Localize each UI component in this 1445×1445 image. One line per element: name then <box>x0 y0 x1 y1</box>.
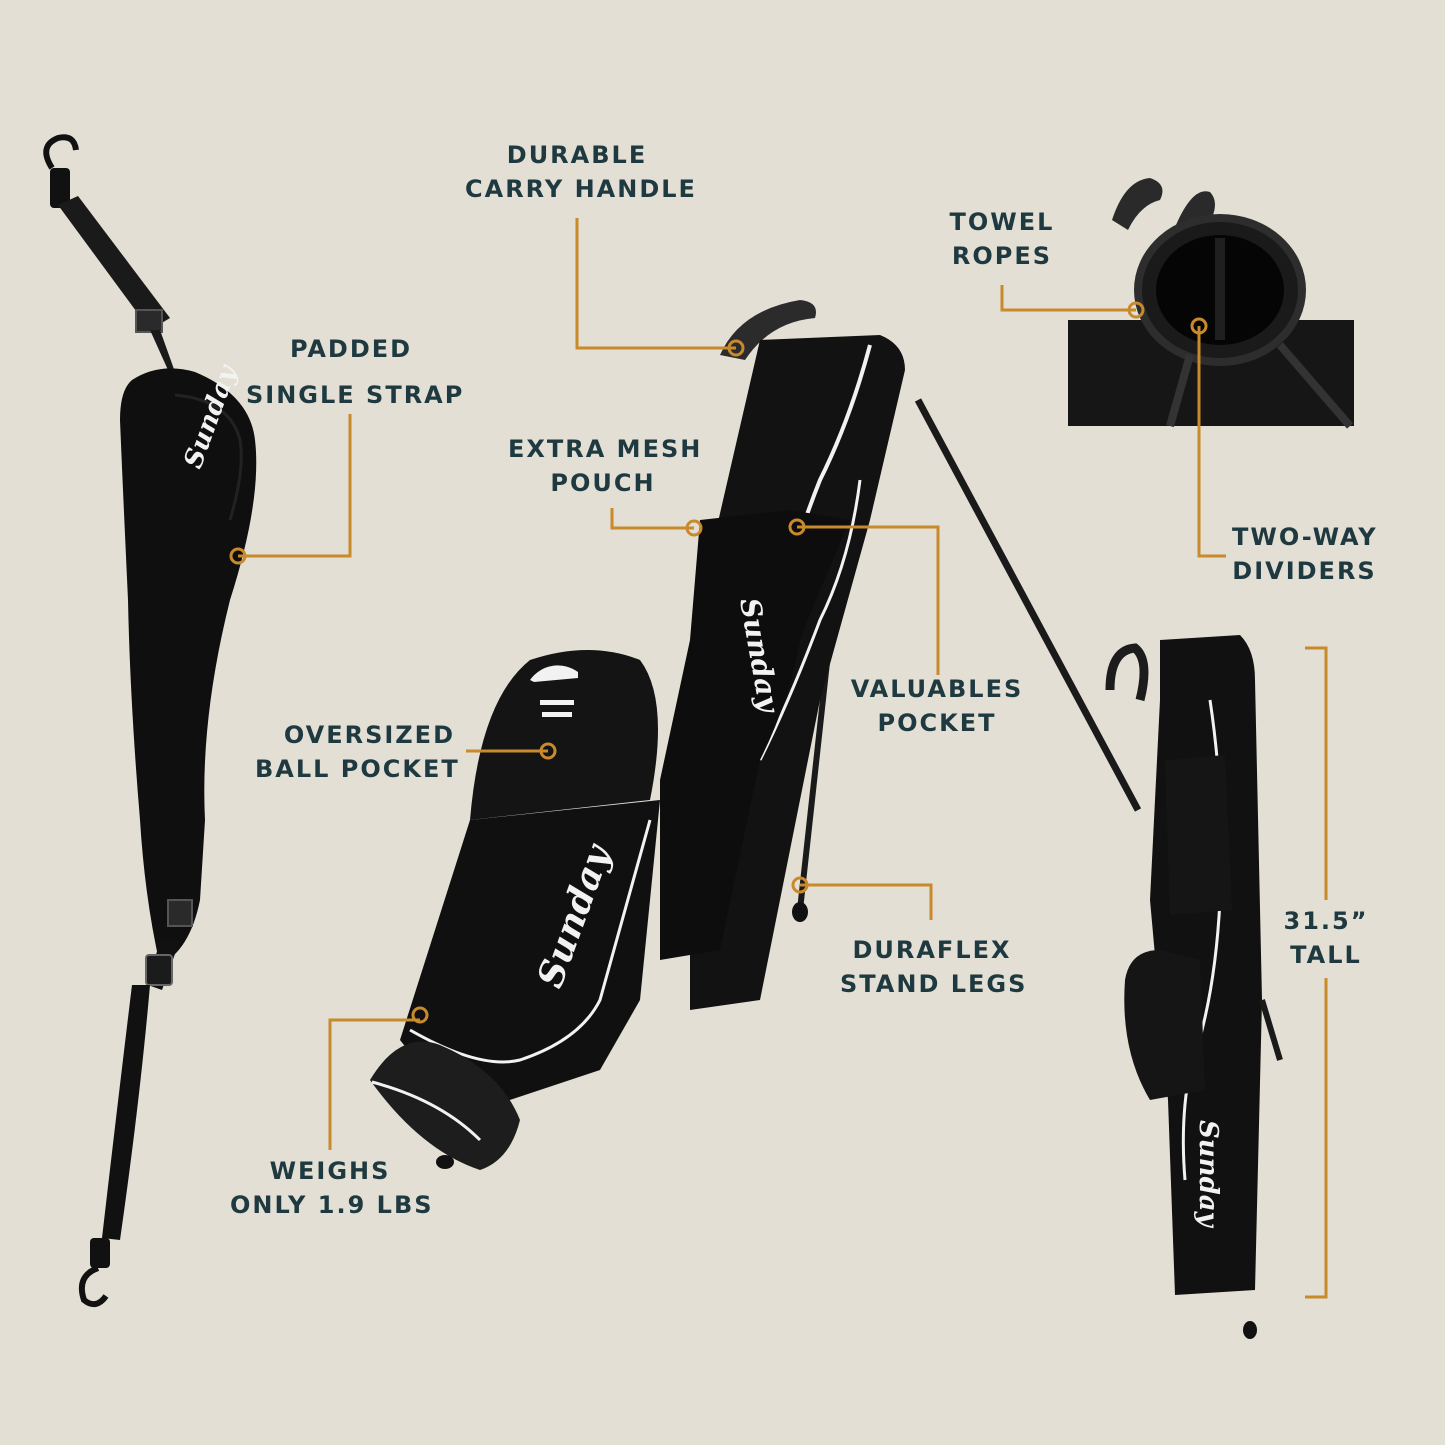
height-line2: TALL <box>1290 941 1362 969</box>
stand-legs-line2: STAND LEGS <box>840 970 1028 998</box>
weight-label: WEIGHS ONLY 1.9 LBS <box>230 1154 434 1222</box>
weight-line1: WEIGHS <box>269 1157 391 1185</box>
bag-top-closeup-image <box>1068 178 1354 429</box>
durable-handle-line1: DURABLE <box>506 141 648 169</box>
side-bag-logo: Sunday <box>1193 1120 1223 1229</box>
callout-lines <box>238 218 1328 1299</box>
ball-pocket-line1: OVERSIZED <box>283 721 455 749</box>
callout-dots <box>229 301 1208 1024</box>
height-label: 31.5” TALL <box>1276 904 1376 972</box>
padded-strap-line2: SINGLE STRAP <box>246 381 465 409</box>
duraflex-stand-legs-label: DURAFLEX STAND LEGS <box>840 933 1028 1001</box>
shoulder-strap-image: Sunday <box>43 134 257 1308</box>
dividers-line2: DIVIDERS <box>1232 557 1377 585</box>
durable-handle-line2: CARRY HANDLE <box>465 175 697 203</box>
towel-ropes-line1: TOWEL <box>949 208 1055 236</box>
padded-single-strap-label: PADDED SINGLE STRAP <box>246 326 465 418</box>
valuables-line1: VALUABLES <box>850 675 1024 703</box>
mesh-pouch-line2: POUCH <box>550 469 656 497</box>
towel-ropes-line2: ROPES <box>951 242 1053 270</box>
two-way-dividers-label: TWO-WAY DIVIDERS <box>1232 520 1377 588</box>
oversized-ball-pocket-label: OVERSIZED BALL POCKET <box>255 718 460 786</box>
padded-strap-line1: PADDED <box>289 335 413 363</box>
weight-line2: ONLY 1.9 LBS <box>230 1191 434 1219</box>
mesh-pouch-line1: EXTRA MESH <box>508 435 703 463</box>
height-line1: 31.5” <box>1283 907 1369 935</box>
towel-ropes-label: TOWEL ROPES <box>942 205 1062 273</box>
extra-mesh-pouch-label: EXTRA MESH POUCH <box>508 432 703 500</box>
golf-bag-side-image: Sunday <box>1105 635 1283 1339</box>
ball-pocket-line2: BALL POCKET <box>255 755 460 783</box>
stand-legs-line1: DURAFLEX <box>852 936 1012 964</box>
valuables-line2: POCKET <box>877 709 997 737</box>
valuables-pocket-label: VALUABLES POCKET <box>848 672 1026 740</box>
golf-bag-image: Sunday Sunday <box>370 300 1142 1170</box>
durable-carry-handle-label: DURABLE CARRY HANDLE <box>465 138 697 206</box>
dividers-line1: TWO-WAY <box>1232 523 1378 551</box>
